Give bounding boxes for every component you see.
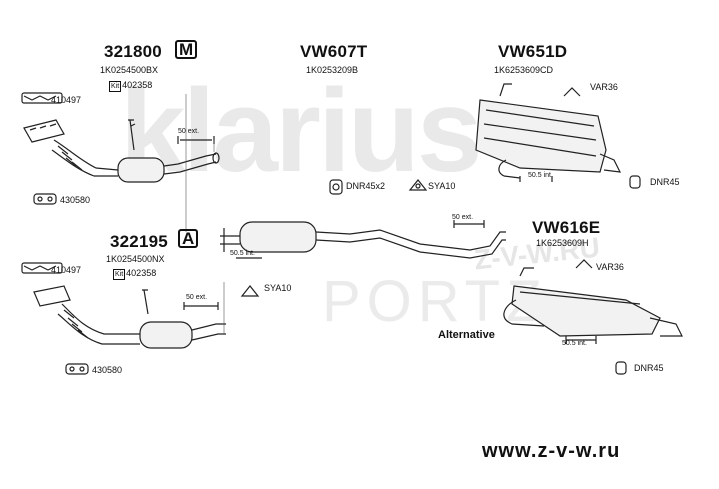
ext-label-e: 50 ext. xyxy=(452,214,474,221)
clamp-d-drawing xyxy=(65,363,89,375)
rubber-label-f: DNR45 xyxy=(634,363,664,373)
clamp-label-d: 430580 xyxy=(92,365,123,375)
brand-watermark: klarius xyxy=(120,65,482,197)
type-icon-d: A xyxy=(178,229,199,248)
type-icon-a: M xyxy=(175,40,198,59)
part-code-d: 322195 xyxy=(110,232,168,251)
gasket-label-a: 410497 xyxy=(51,95,82,105)
oem-number-c: 1K6253609CD xyxy=(494,65,554,75)
oem-number-f: 1K6253609H xyxy=(536,238,589,248)
ports-watermark: PORTZ xyxy=(322,269,548,334)
rubber-c-drawing xyxy=(629,175,641,189)
ext-label-d: 50 ext. xyxy=(186,294,208,301)
int-label-c: 50.5 int. xyxy=(528,172,553,179)
kit-tag-a: Kit xyxy=(109,81,122,92)
kit-number-a: 402358 xyxy=(122,80,153,90)
kit-tag-d: Kit xyxy=(113,269,126,280)
bracket-label-e: SYA10 xyxy=(264,283,292,293)
hanger-label-c: VAR36 xyxy=(590,82,618,92)
part-code-b: VW607T xyxy=(300,42,368,61)
gasket-a-drawing xyxy=(23,95,57,101)
silencer-f-drawing xyxy=(503,267,683,344)
rubber-f-drawing xyxy=(615,361,627,375)
rubber-label-c: DNR45 xyxy=(650,177,680,187)
silencer-b-drawing xyxy=(220,220,506,259)
clamp-a-drawing xyxy=(33,193,57,205)
badge-letter-a: M xyxy=(179,40,194,59)
part-code-a: 321800 xyxy=(104,42,162,61)
catalyst-a-drawing xyxy=(23,119,220,183)
int-label-f: 50.5 int. xyxy=(562,340,587,347)
alternative-label: Alternative xyxy=(438,329,495,341)
clamp-label-a: 430580 xyxy=(60,195,91,205)
bracket-label-b: SYA10 xyxy=(428,181,456,191)
int-label-e: 50.5 int. xyxy=(230,250,255,257)
gasket-d-drawing xyxy=(23,265,57,271)
oem-number-d: 1K0254500NX xyxy=(106,254,165,264)
silencer-c-drawing xyxy=(475,83,622,182)
part-code-f: VW616E xyxy=(532,218,601,237)
catalyst-d-drawing xyxy=(33,285,226,349)
oem-number-b: 1K0253209B xyxy=(306,65,359,75)
bracket-b-drawing xyxy=(408,179,428,191)
bracket-e-drawing xyxy=(240,285,260,297)
ext-label-a: 50 ext. xyxy=(178,128,200,135)
hanger-c-drawing xyxy=(563,87,581,97)
footer-url[interactable]: www.z-v-w.ru xyxy=(482,440,621,462)
gasket-label-d: 410497 xyxy=(51,265,82,275)
rubber-label-b: DNR45x2 xyxy=(346,181,386,191)
kit-number-d: 402358 xyxy=(126,268,157,278)
hanger-f-drawing xyxy=(575,259,593,269)
badge-letter-d: A xyxy=(182,229,195,248)
oem-number-a: 1K0254500BX xyxy=(100,65,159,75)
part-code-c: VW651D xyxy=(498,42,568,61)
hanger-label-f: VAR36 xyxy=(596,262,624,272)
rubber-b-drawing xyxy=(329,179,343,195)
